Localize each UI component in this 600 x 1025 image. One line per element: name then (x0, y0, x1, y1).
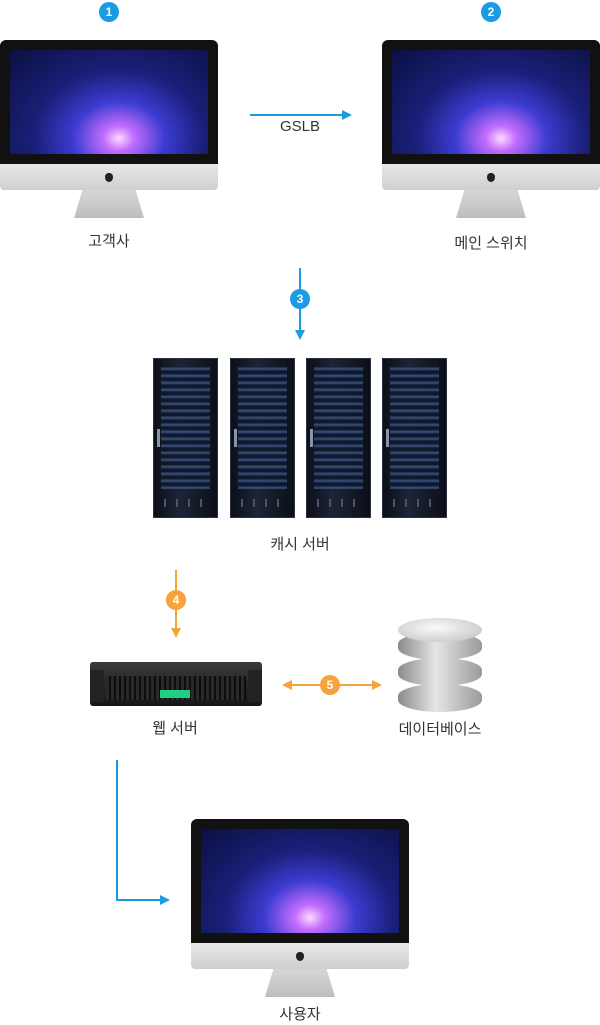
database-label: 데이터베이스 (398, 721, 482, 738)
client-computer-icon (0, 40, 218, 220)
client-label: 고객사 (88, 233, 130, 250)
server-rack-icon (153, 358, 218, 518)
user-label: 사용자 (279, 1006, 321, 1023)
step-badge-2: 2 (481, 2, 501, 22)
step-badge-5: 5 (320, 675, 340, 695)
gslb-label: GSLB (279, 118, 321, 135)
step-badge-4: 4 (166, 590, 186, 610)
server-rack-icon (306, 358, 371, 518)
main-switch-label: 메인 스위치 (454, 235, 528, 252)
cache-server-label: 캐시 서버 (270, 536, 330, 553)
main-switch-computer-icon (382, 40, 600, 220)
web-server-label: 웹 서버 (152, 720, 198, 737)
server-rack-icon (230, 358, 295, 518)
server-rack-icon (382, 358, 447, 518)
web-server-icon (90, 662, 262, 706)
user-computer-icon (191, 819, 409, 999)
step-badge-1: 1 (99, 2, 119, 22)
arrow-web-to-user (116, 760, 170, 905)
database-icon (398, 612, 482, 712)
step-badge-3: 3 (290, 289, 310, 309)
